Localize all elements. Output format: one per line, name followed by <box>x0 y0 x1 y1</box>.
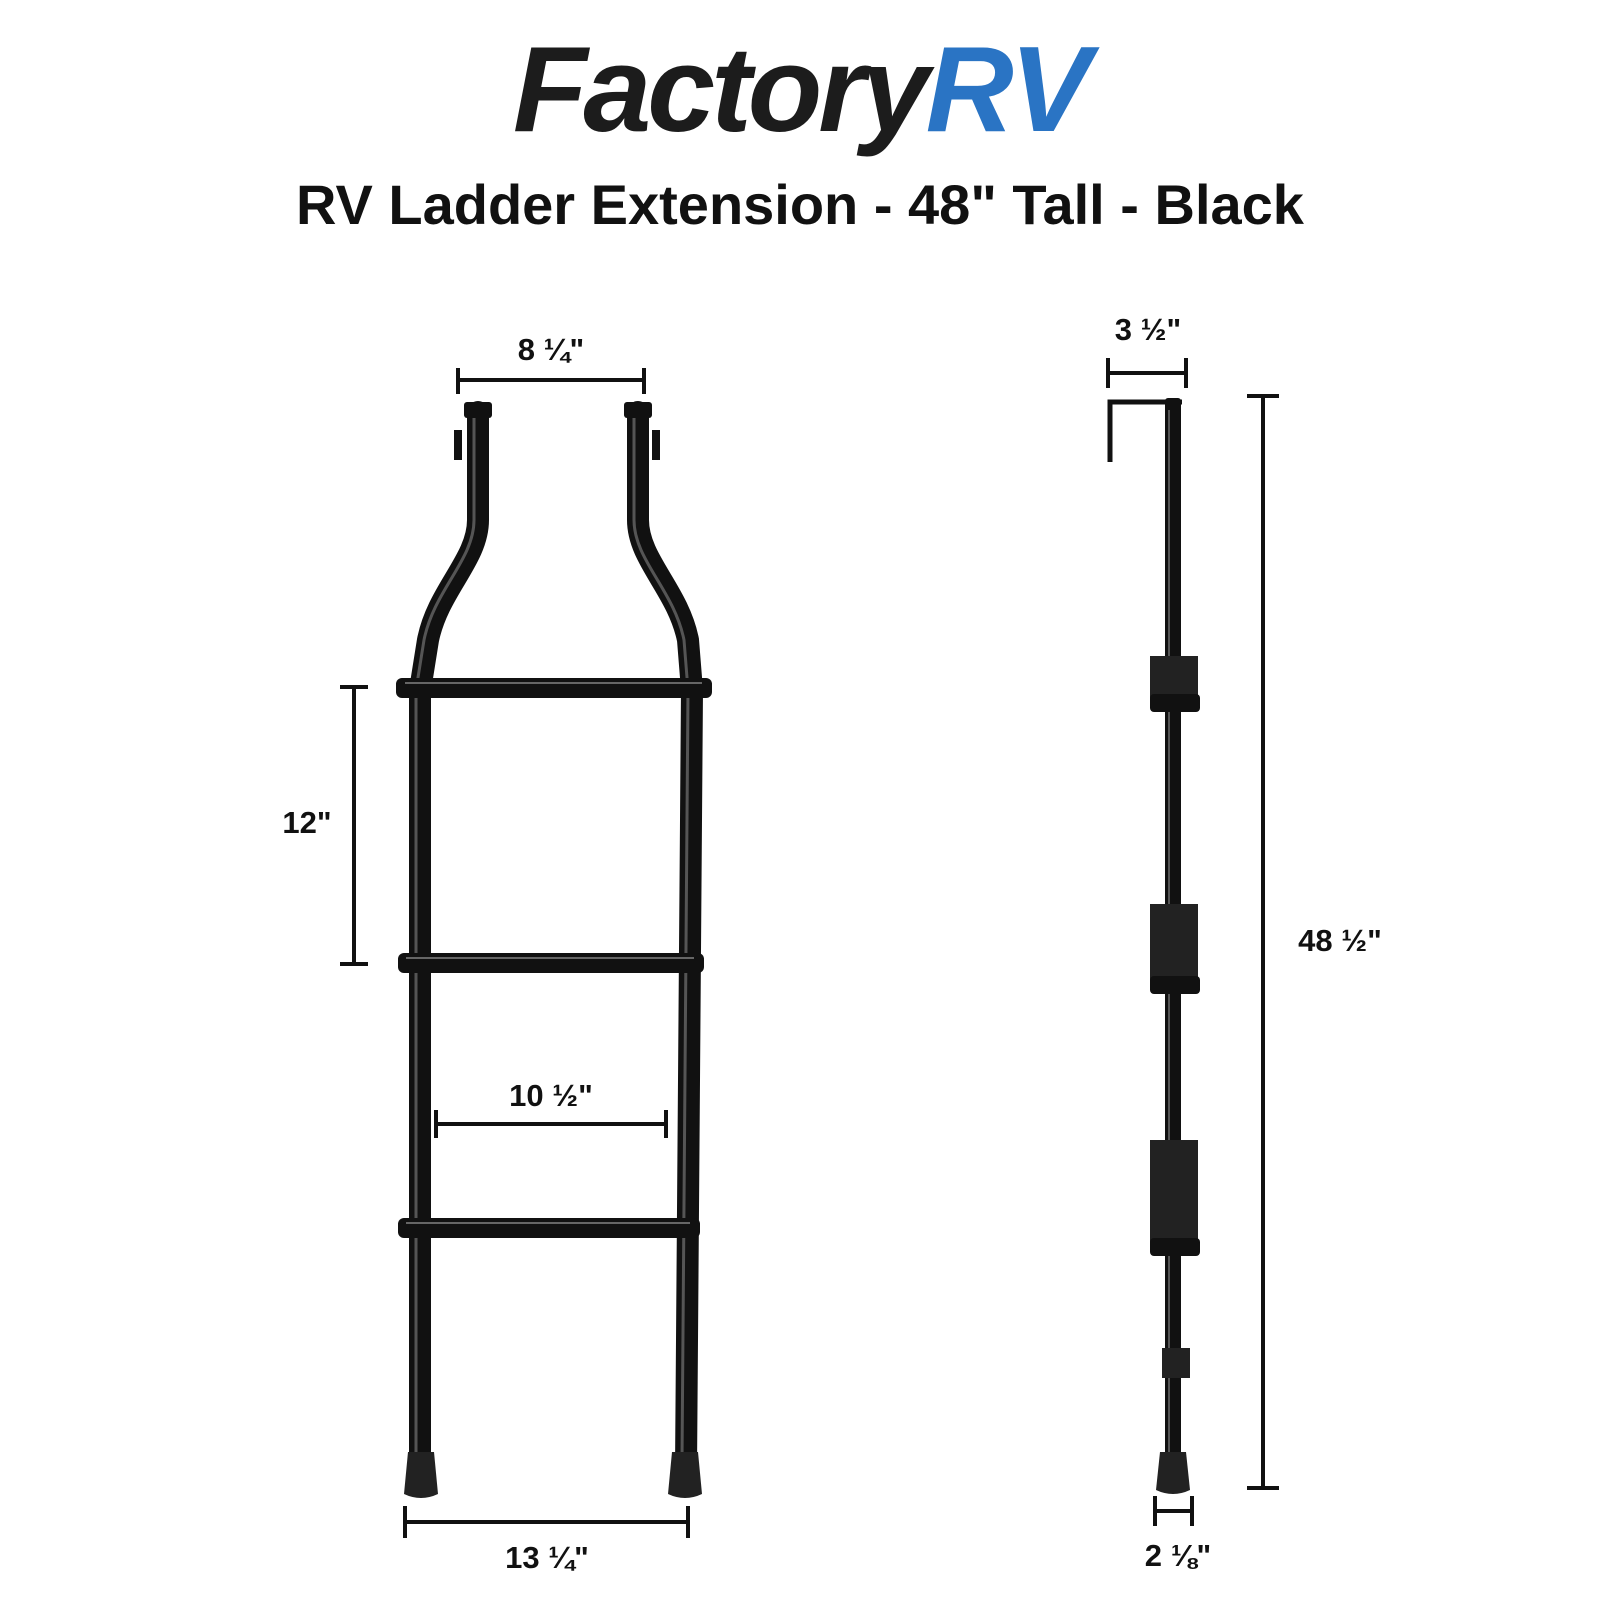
side-step-2 <box>1150 904 1198 980</box>
front-rung-2 <box>398 953 704 973</box>
front-right-cap <box>624 402 652 418</box>
dim-foot-width-label: 2 ⅛" <box>1145 1538 1211 1573</box>
dim-hook-depth <box>1106 358 1188 388</box>
dim-rung-spacing <box>340 685 368 966</box>
dim-top-width <box>456 368 646 394</box>
front-right-foot <box>668 1452 702 1498</box>
side-view-ladder <box>1107 398 1200 1494</box>
dim-bottom-width-label: 13 ¼" <box>505 1540 589 1575</box>
side-foot <box>1156 1452 1190 1494</box>
front-rung-3 <box>398 1218 700 1238</box>
factory-rv-logo: FactoryRV <box>0 28 1600 150</box>
dim-bottom-width <box>403 1506 690 1538</box>
dim-top-width-label: 8 ¼" <box>518 332 584 367</box>
dim-inner-width <box>434 1110 668 1138</box>
dim-height-label: 48 ½" <box>1298 923 1382 958</box>
dim-foot-width <box>1153 1496 1194 1526</box>
front-rung-1 <box>396 678 712 698</box>
side-hook <box>1107 399 1182 462</box>
front-left-foot <box>404 1452 438 1498</box>
dim-height <box>1247 394 1279 1490</box>
front-view-ladder <box>409 401 704 1481</box>
dim-inner-width-label: 10 ½" <box>509 1078 593 1113</box>
front-left-cap <box>464 402 492 418</box>
front-left-rail <box>409 401 489 1481</box>
logo-factory-text: Factory <box>512 21 930 157</box>
dim-rung-spacing-label: 12" <box>282 805 331 840</box>
side-step-3 <box>1150 1140 1198 1242</box>
side-step-1 <box>1150 656 1198 698</box>
logo-rv-text: RV <box>925 21 1091 157</box>
dim-hook-depth-label: 3 ½" <box>1115 312 1181 347</box>
front-right-rail <box>627 401 704 1481</box>
page-title: RV Ladder Extension - 48" Tall - Black <box>296 173 1304 236</box>
